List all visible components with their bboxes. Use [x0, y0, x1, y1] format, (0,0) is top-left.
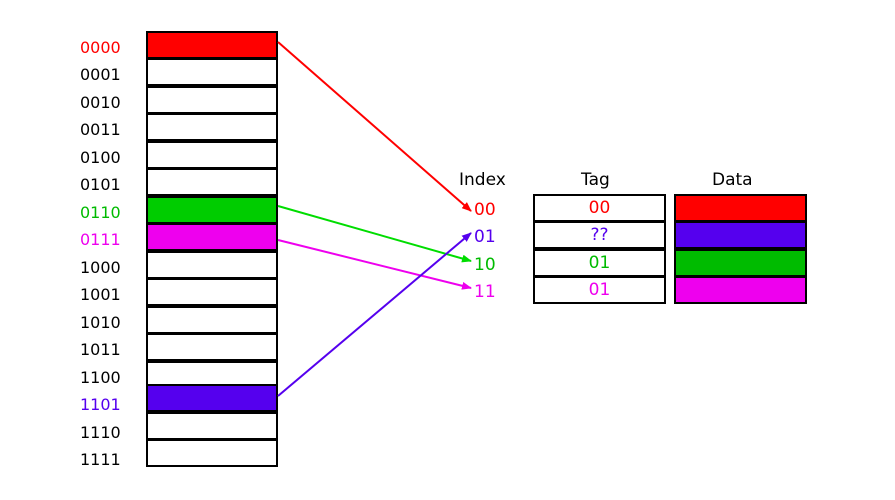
address-label: 0100 — [80, 148, 121, 167]
address-label: 0101 — [80, 175, 121, 194]
address-label: 0111 — [80, 230, 121, 249]
address-label: 0001 — [80, 65, 121, 84]
address-label: 1111 — [80, 450, 121, 469]
address-label: 1010 — [80, 313, 121, 332]
mapping-arrow — [277, 232, 472, 397]
address-label: 0000 — [80, 38, 121, 57]
mapping-arrow — [277, 205, 472, 263]
address-label: 1101 — [80, 395, 121, 414]
data-header: Data — [712, 170, 753, 190]
memory-row — [146, 333, 278, 361]
memory-row — [146, 168, 278, 196]
address-label: 1001 — [80, 285, 121, 304]
address-label: 0110 — [80, 203, 121, 222]
tag-header: Tag — [581, 170, 610, 190]
memory-row — [146, 58, 278, 86]
address-label: 0011 — [80, 120, 121, 139]
index-header: Index — [459, 170, 506, 190]
memory-row — [146, 384, 278, 412]
tag-cell: 01 — [533, 249, 666, 277]
address-label: 1011 — [80, 340, 121, 359]
index-label: 10 — [474, 255, 496, 275]
address-label: 1000 — [80, 258, 121, 277]
memory-row — [146, 196, 278, 224]
data-cell — [674, 194, 807, 222]
mapping-arrow — [277, 41, 472, 212]
memory-row — [146, 223, 278, 251]
tag-cell: 01 — [533, 276, 666, 304]
address-label: 1110 — [80, 423, 121, 442]
index-label: 00 — [474, 200, 496, 220]
memory-row — [146, 113, 278, 141]
index-label: 01 — [474, 227, 496, 247]
mapping-arrow — [277, 239, 472, 290]
data-cell — [674, 221, 807, 249]
tag-cell: ?? — [533, 221, 666, 249]
memory-row — [146, 278, 278, 306]
memory-row — [146, 439, 278, 467]
address-label: 1100 — [80, 368, 121, 387]
index-label: 11 — [474, 282, 496, 302]
address-label: 0010 — [80, 93, 121, 112]
data-cell — [674, 276, 807, 304]
